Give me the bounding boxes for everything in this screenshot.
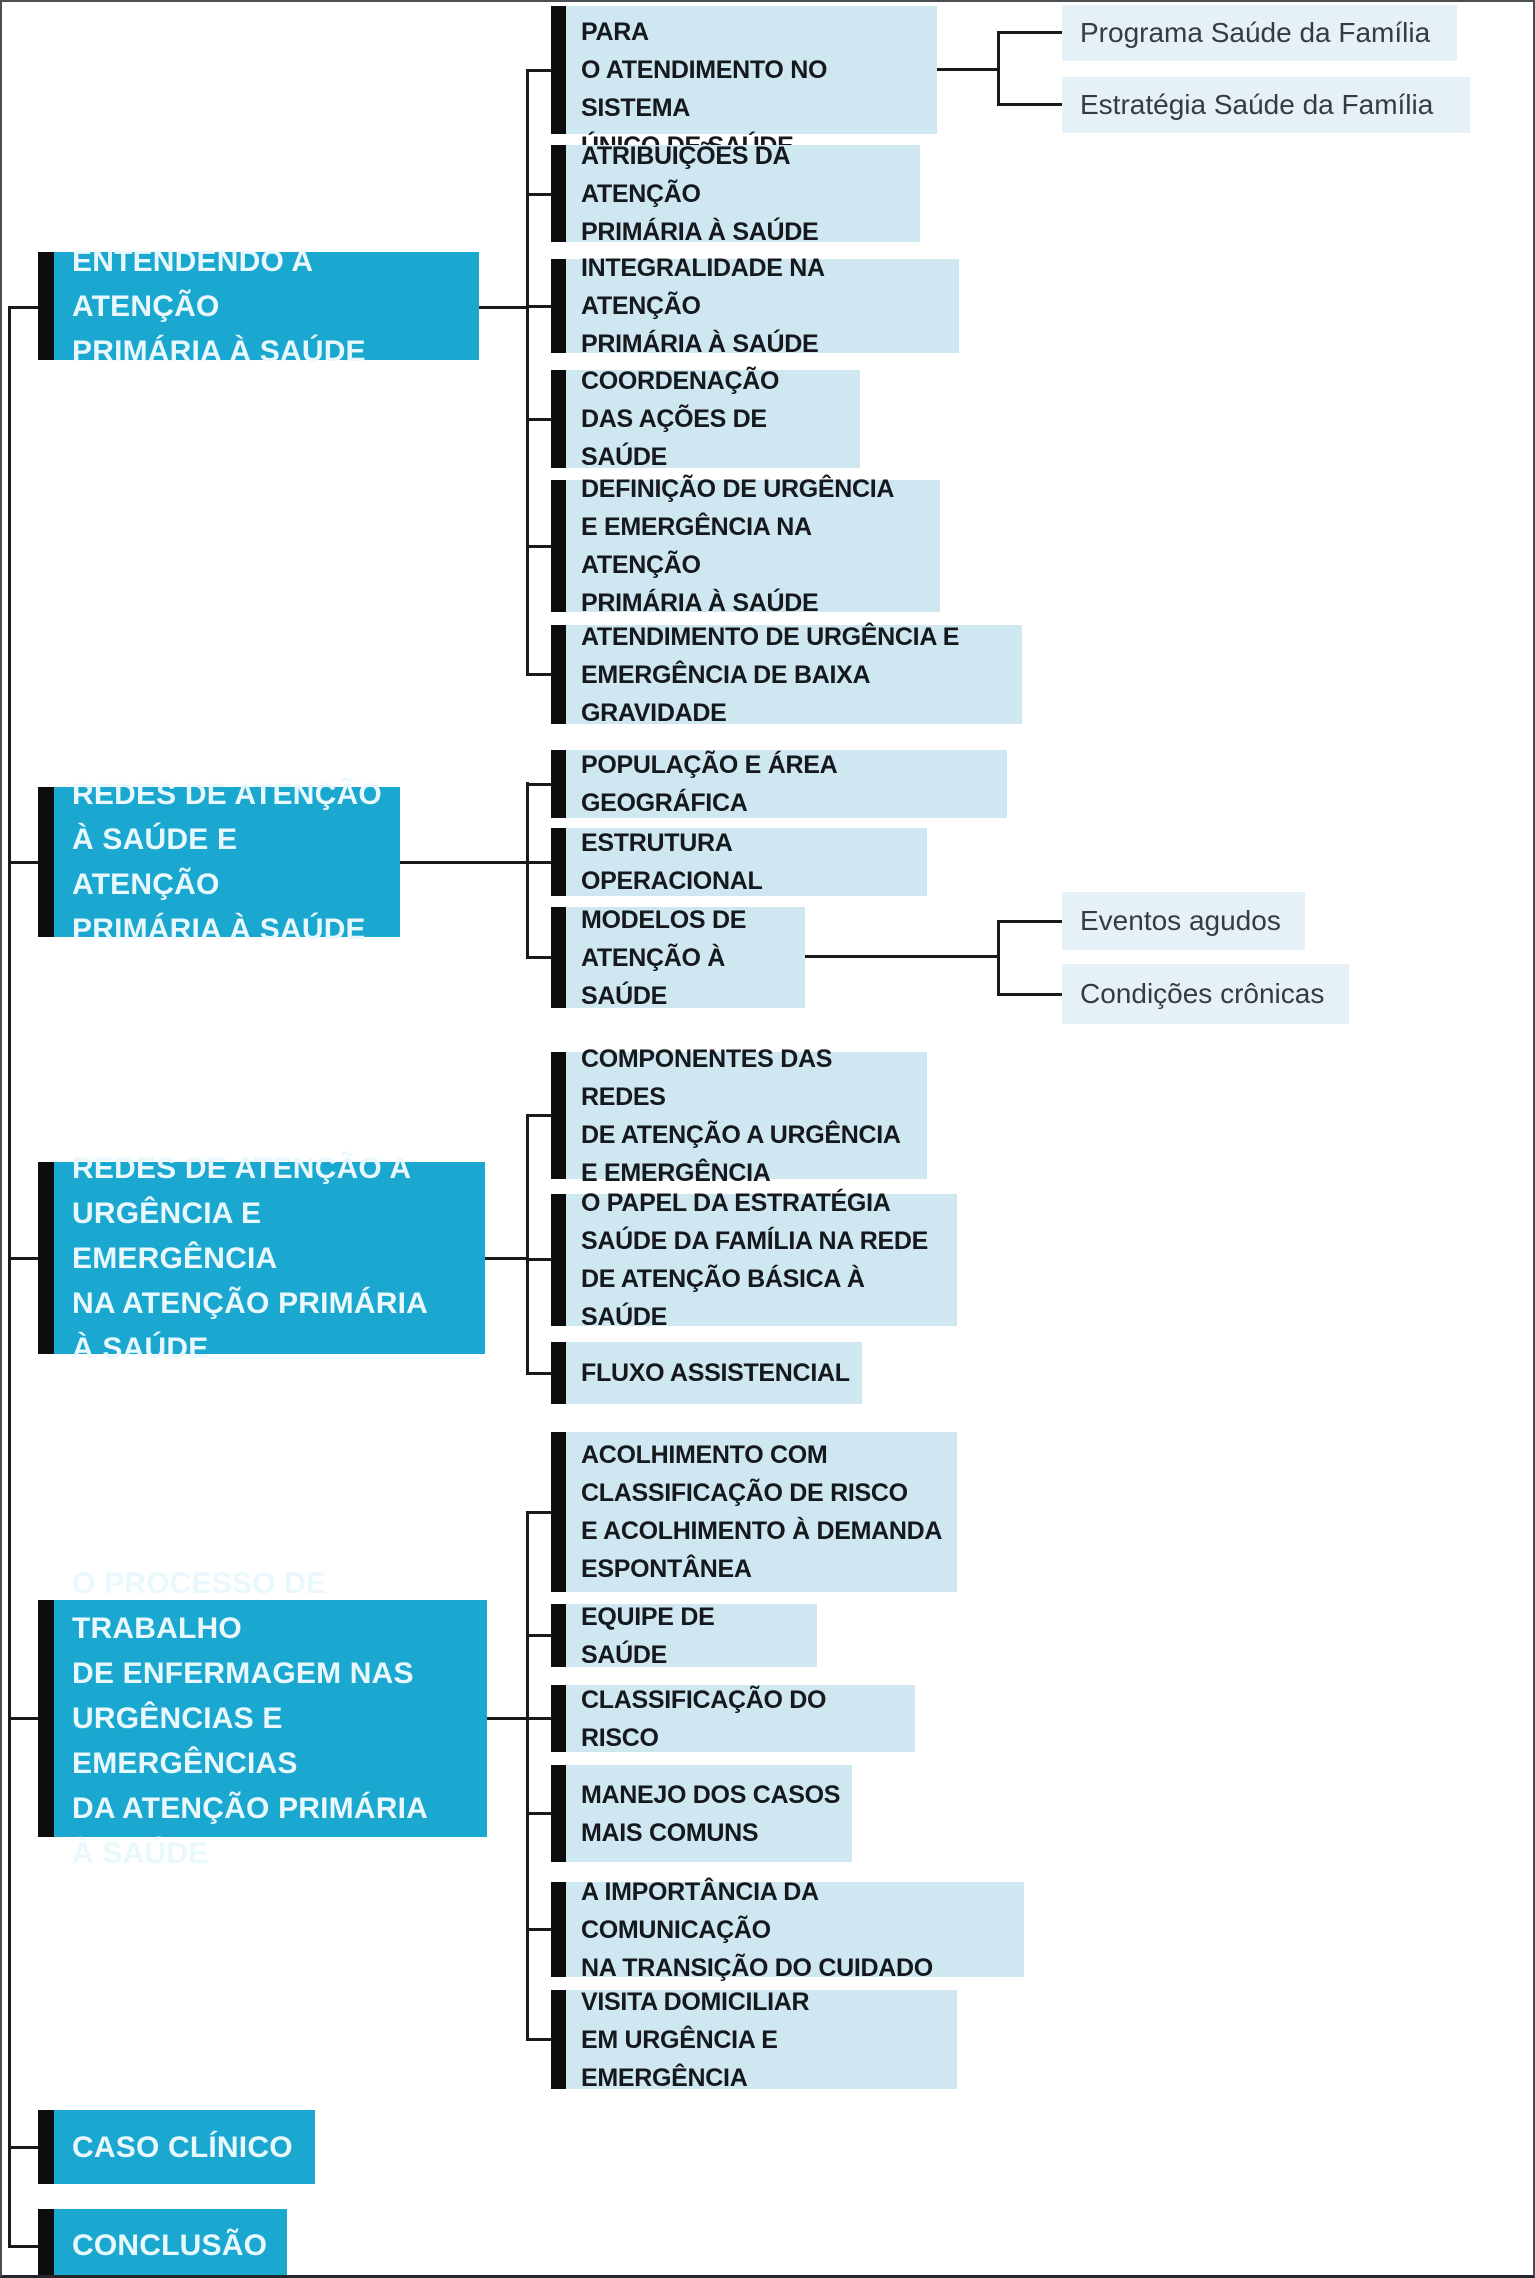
stub-line-topic <box>526 673 551 676</box>
topic-box-fluxo-assistencial: FLUXO ASSISTENCIAL <box>551 1342 862 1404</box>
stub-line-leaf <box>997 993 1062 996</box>
topic-box-atribuicoes: ATRIBUIÇÕES DA ATENÇÃO PRIMÁRIA À SAÚDE <box>551 142 920 246</box>
stub-line-section-1 <box>8 306 38 309</box>
branch-line-topic <box>937 68 997 71</box>
leaf-box-estrategia-saude-familia: Estratégia Saúde da Família <box>1062 77 1470 133</box>
stub-line-topic <box>526 1258 551 1261</box>
topic-box-classificacao-risco: CLASSIFICAÇÃO DO RISCO <box>551 1685 915 1752</box>
stub-line-leaf <box>997 31 1062 34</box>
stub-line-topic <box>526 783 551 786</box>
topic-box-populacao-area: POPULAÇÃO E ÁREA GEOGRÁFICA <box>551 750 1007 818</box>
branch-line-section-4 <box>487 1717 526 1720</box>
topic-box-integralidade: INTEGRALIDADE NA ATENÇÃO PRIMÁRIA À SAÚD… <box>551 254 959 358</box>
stub-line-section-5 <box>8 2146 38 2149</box>
section-box-redes-urgencia: REDES DE ATENÇÃO A URGÊNCIA E EMERGÊNCIA… <box>38 1152 485 1365</box>
topic-box-atendimento-baixa-gravidade: ATENDIMENTO DE URGÊNCIA E EMERGÊNCIA DE … <box>551 623 1022 727</box>
stub-line-topic <box>526 545 551 548</box>
stub-line-topic <box>526 1812 551 1815</box>
stub-line-leaf <box>997 103 1062 106</box>
topic-box-importancia-comunicacao: A IMPORTÂNCIA DA COMUNICAÇÃO NA TRANSIÇÃ… <box>551 1878 1024 1982</box>
branch-line-section-1 <box>479 306 526 309</box>
stub-line-topic <box>526 1114 551 1117</box>
stub-line-topic <box>526 69 551 72</box>
topic-box-porta-entrada: A PORTA DE ENTRADA PARA O ATENDIMENTO NO… <box>551 2 937 160</box>
stub-line-topic <box>526 1717 551 1720</box>
stub-line-leaf <box>997 920 1062 923</box>
branch-line-topic <box>805 955 997 958</box>
topic-box-modelos-atencao: MODELOS DE ATENÇÃO À SAÚDE <box>551 906 805 1010</box>
leaf-box-condicoes-cronicas: Condições crônicas <box>1062 964 1349 1024</box>
topic-box-papel-estrategia: O PAPEL DA ESTRATÉGIA SAÚDE DA FAMÍLIA N… <box>551 1189 957 1331</box>
branch-line-section-2 <box>400 861 526 864</box>
section-box-conclusao: CONCLUSÃO <box>38 2209 287 2275</box>
stub-line-topic <box>526 193 551 196</box>
child-trunk-line-3 <box>526 1114 529 1374</box>
topic-box-equipe-saude: EQUIPE DE SAÚDE <box>551 1603 817 1669</box>
branch-line-section-3 <box>485 1257 526 1260</box>
stub-line-section-2 <box>8 861 38 864</box>
stub-line-section-4 <box>8 1717 38 1720</box>
child-trunk-line-2 <box>526 782 529 959</box>
leaf-trunk-line <box>997 920 1000 996</box>
stub-line-topic <box>526 861 551 864</box>
topic-box-componentes-redes: COMPONENTES DAS REDES DE ATENÇÃO A URGÊN… <box>551 1045 927 1187</box>
stub-line-topic <box>526 956 551 959</box>
stub-line-topic <box>526 1634 551 1637</box>
leaf-box-eventos-agudos: Eventos agudos <box>1062 892 1305 950</box>
left-trunk-line <box>8 306 11 2248</box>
stub-line-section-6 <box>8 2245 38 2248</box>
stub-line-topic <box>526 2038 551 2041</box>
child-trunk-line-4 <box>526 1511 529 2039</box>
section-box-entendendo: ENTENDENDO A ATENÇÃO PRIMÁRIA À SAÚDE <box>38 245 479 368</box>
topic-box-estrutura-operacional: ESTRUTURA OPERACIONAL <box>551 828 927 896</box>
topic-box-acolhimento: ACOLHIMENTO COM CLASSIFICAÇÃO DE RISCO E… <box>551 1432 957 1592</box>
topic-box-visita-domiciliar: VISITA DOMICILIAR EM URGÊNCIA E EMERGÊNC… <box>551 1988 957 2092</box>
stub-line-topic <box>526 1511 551 1514</box>
stub-line-topic <box>526 305 551 308</box>
leaf-box-programa-saude-familia: Programa Saúde da Família <box>1062 5 1457 61</box>
child-trunk-line-1 <box>526 69 529 676</box>
topic-box-definicao-urgencia: DEFINIÇÃO DE URGÊNCIA E EMERGÊNCIA NA AT… <box>551 475 940 617</box>
stub-line-topic <box>526 418 551 421</box>
topic-box-coordenacao: COORDENAÇÃO DAS AÇÕES DE SAÚDE <box>551 367 860 471</box>
leaf-trunk-line <box>997 31 1000 106</box>
section-box-processo-trabalho: O PROCESSO DE TRABALHO DE ENFERMAGEM NAS… <box>38 1567 487 1870</box>
stub-line-topic <box>526 1928 551 1931</box>
stub-line-topic <box>526 1372 551 1375</box>
topic-box-manejo-casos: MANEJO DOS CASOS MAIS COMUNS <box>551 1765 852 1862</box>
stub-line-section-3 <box>8 1257 38 1260</box>
section-box-redes-saude: REDES DE ATENÇÃO À SAÚDE E ATENÇÃO PRIMÁ… <box>38 778 400 946</box>
section-box-caso-clinico: CASO CLÍNICO <box>38 2110 315 2184</box>
